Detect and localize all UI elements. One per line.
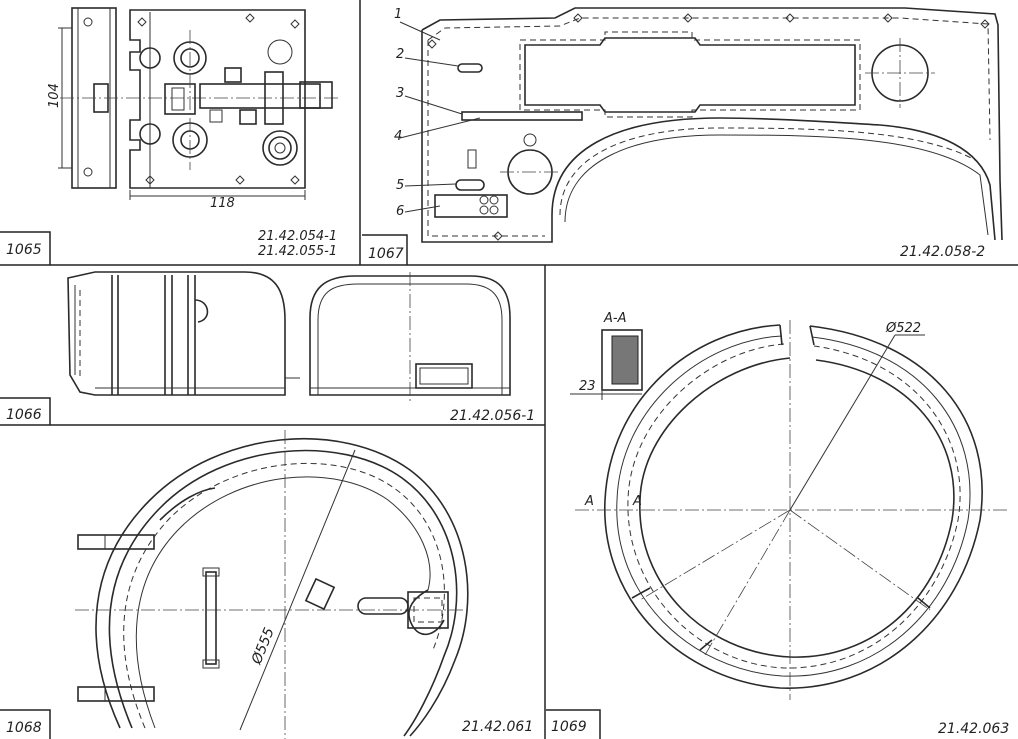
section-a-a: А-А 23	[570, 311, 643, 400]
figure-number: 1065	[6, 242, 42, 258]
lock-front-view	[129, 9, 333, 189]
figure-number: 1068	[6, 720, 42, 736]
box-side-view	[67, 271, 300, 396]
section-title: А-А	[603, 311, 626, 326]
part-code-2: 21.42.055-1	[258, 244, 337, 259]
dimension-118: 118	[129, 190, 306, 211]
dim-width-label: 118	[210, 196, 235, 211]
section-mark-right: А	[632, 494, 642, 509]
box-front-view	[309, 272, 511, 402]
callout-1: 1	[394, 7, 402, 22]
figure-number: 1066	[6, 407, 42, 423]
cover-outline	[75, 430, 470, 739]
callouts-1067: 1 2 3 4 5 6	[394, 7, 481, 219]
figure-1069: А-А 23 А А Ø522 21.42.063 1069	[551, 311, 1010, 737]
cover-details	[77, 534, 449, 702]
part-code: 21.42.063	[938, 721, 1009, 737]
ring	[575, 320, 1010, 700]
dim-height-label: 104	[47, 83, 62, 108]
diameter-label: Ø555	[248, 625, 277, 667]
diameter-label: Ø522	[885, 321, 921, 336]
figure-number: 1069	[551, 719, 587, 735]
figure-1066: 21.42.056-1 1066	[6, 271, 535, 424]
callout-2: 2	[396, 47, 404, 62]
figure-1068: Ø555 21.42.061 1068	[6, 430, 533, 739]
section-mark-left: А	[584, 494, 594, 509]
dimension-104: 104	[47, 27, 72, 169]
callout-3: 3	[396, 86, 404, 101]
part-code-1: 21.42.054-1	[258, 229, 337, 244]
section-width-label: 23	[579, 379, 596, 394]
figure-1065: 104	[6, 7, 340, 259]
callout-6: 6	[396, 204, 404, 219]
part-code: 21.42.061	[462, 719, 533, 735]
callout-5: 5	[396, 178, 404, 193]
inner-panel-outline	[421, 7, 1003, 243]
part-code: 21.42.056-1	[450, 408, 535, 424]
figure-number: 1067	[368, 246, 404, 262]
callout-4: 4	[394, 129, 402, 144]
part-code: 21.42.058-2	[900, 244, 985, 260]
figure-1067: 1 2 3 4 5 6 21.42.058-2 1067	[368, 7, 1003, 262]
